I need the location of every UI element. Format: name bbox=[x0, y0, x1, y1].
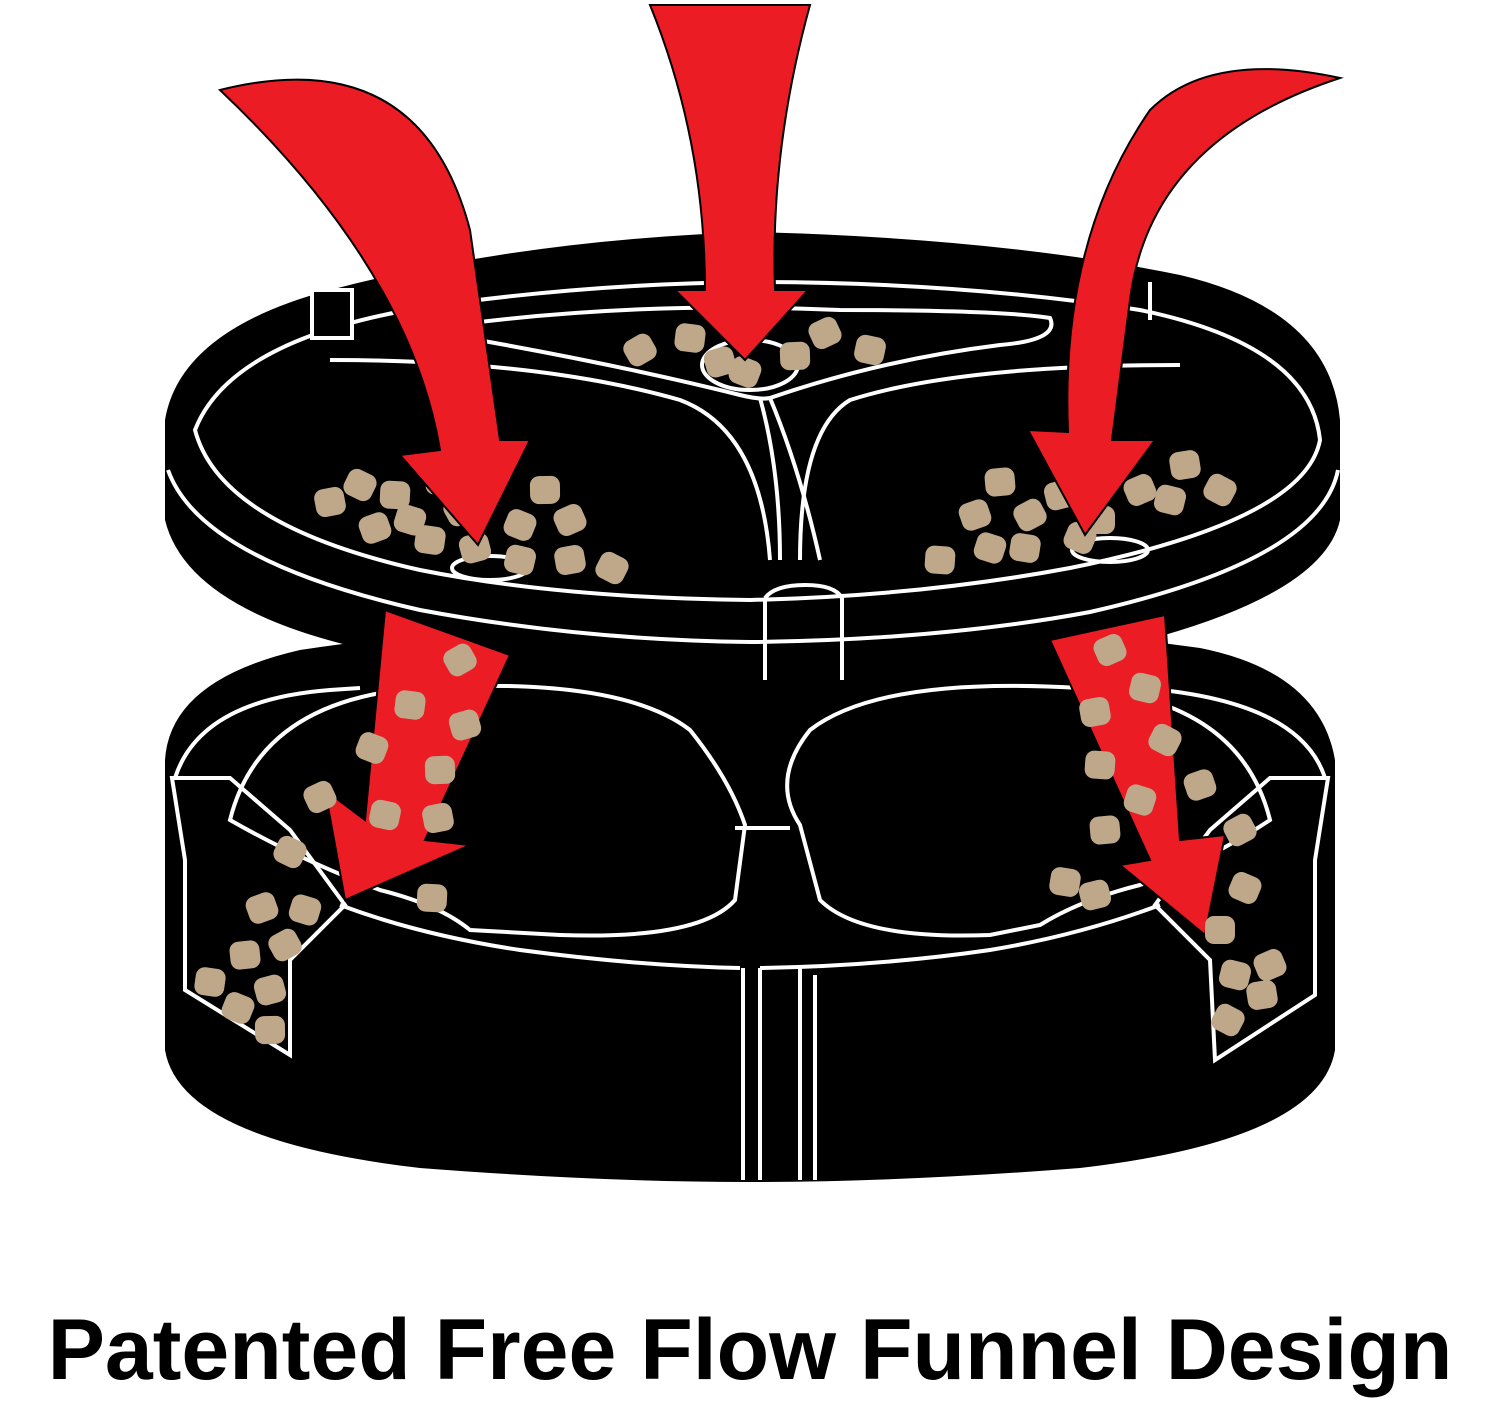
kibble-piece bbox=[1009, 533, 1041, 563]
kibble-piece bbox=[1078, 879, 1112, 911]
kibble-piece bbox=[288, 894, 322, 926]
kibble-piece bbox=[1169, 450, 1201, 480]
kibble-piece bbox=[1079, 697, 1111, 727]
top-right-hole bbox=[1070, 536, 1150, 564]
kibble-piece bbox=[268, 928, 302, 962]
kibble-top bbox=[314, 316, 1237, 585]
kibble-piece bbox=[504, 544, 536, 576]
kibble-piece bbox=[443, 643, 477, 677]
kibble-piece bbox=[529, 475, 561, 505]
kibble-piece bbox=[1253, 949, 1287, 981]
kibble-piece bbox=[458, 532, 492, 564]
kibble-piece bbox=[958, 499, 992, 531]
kibble-piece bbox=[1049, 867, 1081, 897]
arrow-top-center bbox=[648, 4, 812, 362]
kibble-piece bbox=[595, 551, 629, 585]
kibble-piece bbox=[355, 732, 389, 764]
caption: Patented Free Flow Funnel Design bbox=[47, 1302, 1453, 1398]
kibble-piece bbox=[358, 512, 392, 544]
kibble-piece bbox=[779, 341, 811, 371]
kibble-piece bbox=[314, 486, 346, 518]
arrow-top-right bbox=[1026, 68, 1344, 537]
funnel-diagram bbox=[165, 4, 1344, 1182]
kibble-piece bbox=[703, 346, 737, 378]
kibble-piece bbox=[229, 940, 261, 970]
top-tray-lip bbox=[166, 469, 1340, 645]
kibble-piece bbox=[808, 316, 842, 350]
bottom-tray-wall bbox=[339, 903, 1161, 970]
kibble-piece bbox=[1228, 872, 1262, 904]
kibble-piece bbox=[1153, 484, 1187, 516]
kibble-piece bbox=[253, 974, 287, 1006]
kibble-piece bbox=[924, 545, 956, 575]
kibble-piece bbox=[1123, 474, 1157, 506]
kibble-piece bbox=[1183, 769, 1217, 801]
kibble-piece bbox=[728, 356, 762, 388]
kibble-piece bbox=[245, 892, 279, 924]
top-divider bbox=[758, 397, 822, 561]
top-front-notch bbox=[763, 582, 844, 680]
kibble-piece bbox=[1205, 916, 1235, 944]
kibble-piece bbox=[1218, 959, 1252, 991]
kibble-piece bbox=[1148, 723, 1182, 757]
kibble-piece bbox=[416, 883, 448, 913]
bottom-right-window bbox=[1152, 776, 1331, 1064]
kibble-piece bbox=[254, 1015, 286, 1045]
kibble-piece bbox=[973, 532, 1007, 564]
kibble-piece bbox=[854, 334, 886, 366]
bottom-tray-rim bbox=[173, 686, 1327, 779]
kibble-piece bbox=[369, 799, 401, 831]
kibble-piece bbox=[422, 802, 454, 834]
kibble-piece bbox=[394, 690, 426, 720]
top-back-clip bbox=[310, 288, 354, 340]
kibble-piece bbox=[1223, 813, 1257, 847]
kibble-piece bbox=[1129, 672, 1161, 704]
arrow-lower-right bbox=[1048, 613, 1227, 937]
kibble-piece bbox=[414, 525, 446, 555]
kibble-piece bbox=[623, 333, 657, 367]
kibble-piece bbox=[553, 503, 587, 537]
kibble-piece bbox=[1211, 1003, 1245, 1037]
kibble-lower bbox=[194, 633, 1287, 1045]
kibble-piece bbox=[1089, 815, 1121, 845]
kibble-piece bbox=[194, 967, 226, 997]
kibble-piece bbox=[424, 755, 456, 785]
bottom-left-window bbox=[169, 776, 348, 1059]
kibble-piece bbox=[448, 709, 482, 741]
kibble-piece bbox=[1123, 784, 1157, 816]
bottom-front-seam bbox=[741, 968, 817, 1180]
kibble-piece bbox=[554, 545, 586, 575]
kibble-piece bbox=[379, 480, 411, 510]
kibble-piece bbox=[303, 780, 337, 814]
kibble-piece bbox=[1093, 633, 1127, 667]
kibble-piece bbox=[674, 323, 706, 353]
arrows bbox=[217, 4, 1344, 937]
kibble-piece bbox=[393, 504, 427, 536]
top-tray-rim bbox=[192, 279, 1323, 603]
kibble-piece bbox=[1013, 498, 1047, 532]
kibble-piece bbox=[273, 835, 307, 869]
kibble-piece bbox=[1246, 980, 1278, 1010]
kibble-piece bbox=[221, 992, 255, 1024]
kibble-piece bbox=[503, 509, 537, 541]
kibble-piece bbox=[1203, 473, 1237, 507]
arrow-top-left bbox=[217, 78, 532, 547]
kibble-piece bbox=[984, 467, 1016, 497]
kibble-piece bbox=[1084, 750, 1116, 780]
arrow-lower-left bbox=[323, 608, 512, 902]
kibble-piece bbox=[343, 468, 377, 502]
